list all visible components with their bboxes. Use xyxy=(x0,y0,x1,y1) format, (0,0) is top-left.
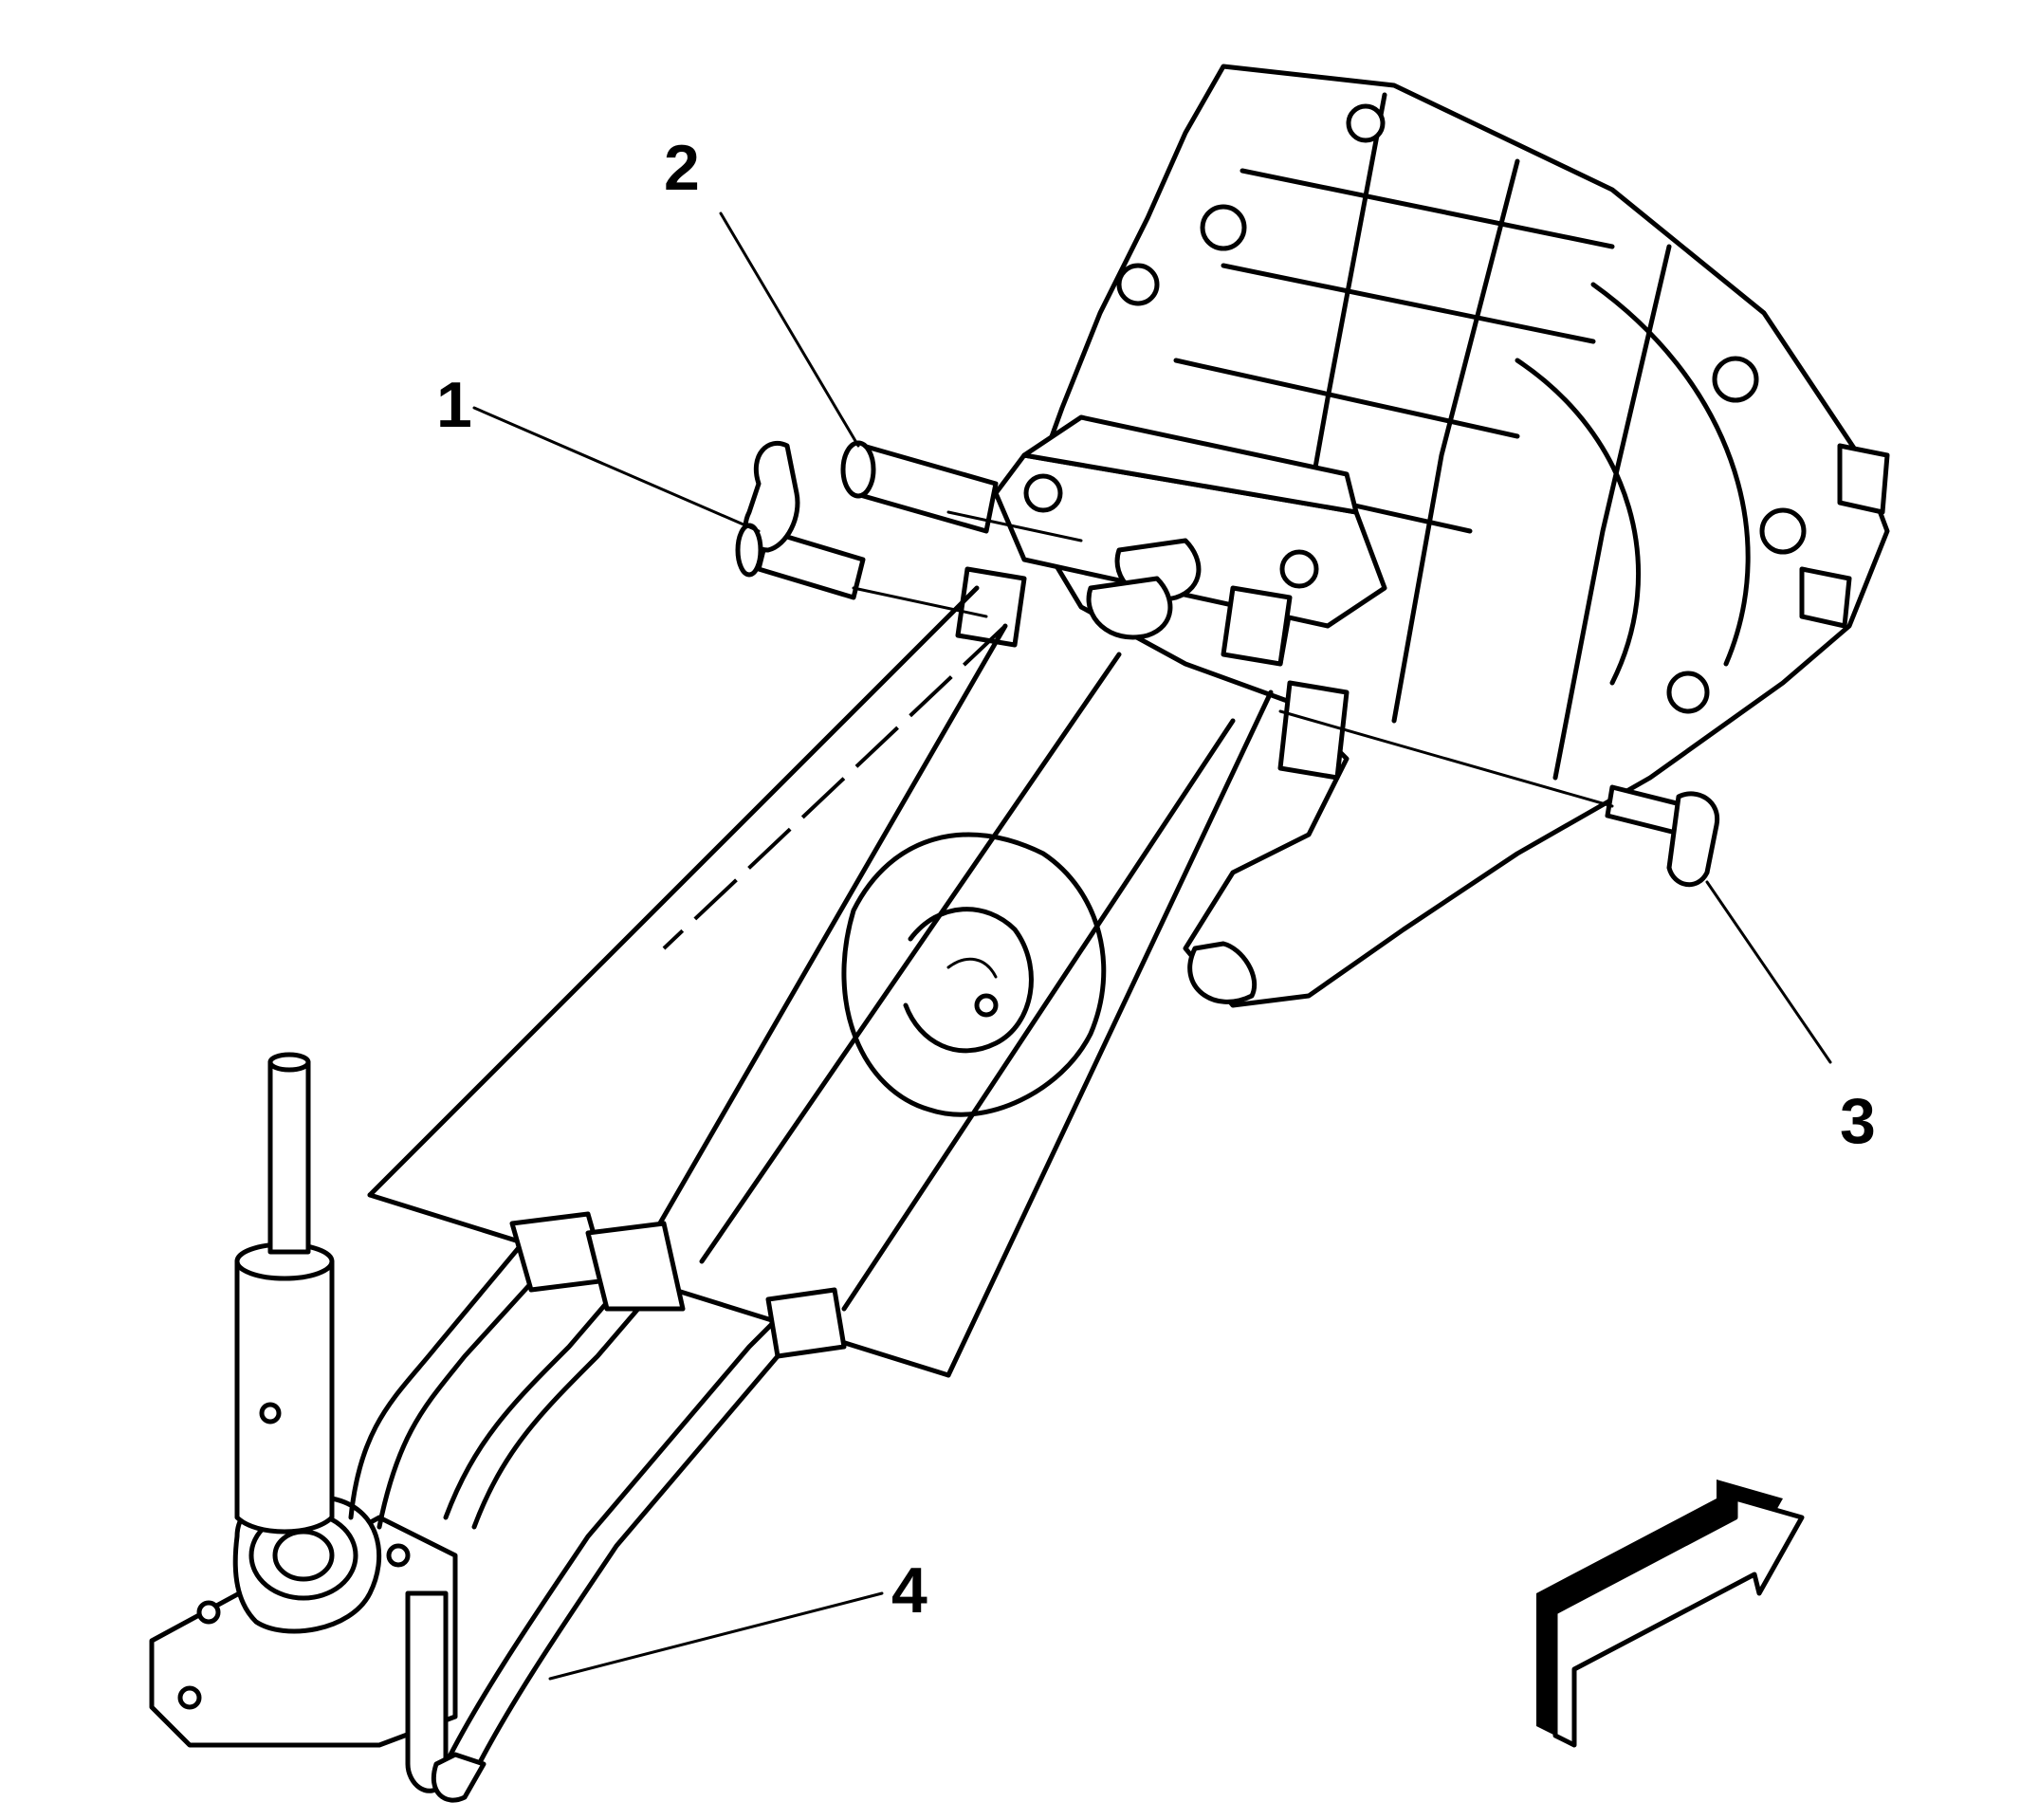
clip-1 xyxy=(735,440,866,600)
callout-3: 3 xyxy=(1840,1085,1876,1157)
leader-line-1 xyxy=(472,406,761,533)
callout-1: 1 xyxy=(436,369,472,441)
callout-4: 4 xyxy=(891,1554,927,1627)
shift-lever-icon xyxy=(149,1052,458,1793)
pin-2 xyxy=(840,440,999,534)
shift-rods xyxy=(367,585,1274,1378)
shift-rail-bracket xyxy=(955,414,1387,781)
shift-cables xyxy=(348,1211,847,1803)
leader-line-3 xyxy=(1705,880,1832,1064)
callout-2: 2 xyxy=(664,132,700,204)
leader-line-4 xyxy=(548,1591,884,1681)
direction-arrow-icon xyxy=(1536,1480,1805,1748)
transmission-icon xyxy=(1021,64,1890,1008)
pin-3 xyxy=(1605,784,1720,888)
leader-line-2 xyxy=(719,211,860,448)
housing-lower xyxy=(841,832,1107,1117)
